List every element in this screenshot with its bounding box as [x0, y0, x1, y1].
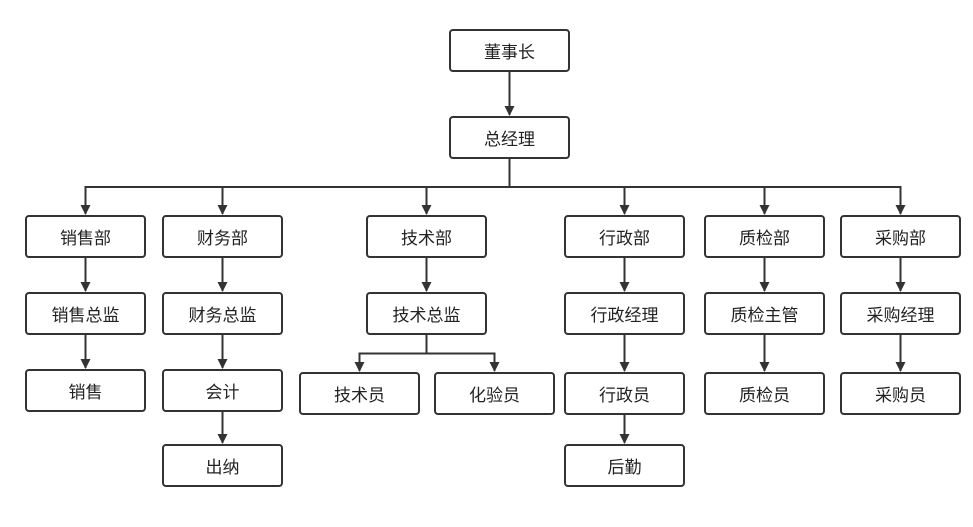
node-sales-director: 销售总监 [25, 292, 146, 335]
node-purchasing-manager: 采购经理 [840, 292, 961, 335]
node-tech-director: 技术总监 [366, 292, 487, 335]
edge-general-manager-to-tech-dept [421, 159, 511, 215]
node-sales: 销售 [25, 369, 146, 412]
node-accountant: 会计 [162, 369, 283, 412]
node-admin-staff: 行政员 [564, 372, 685, 415]
node-technician: 技术员 [299, 372, 420, 415]
node-general-manager: 总经理 [449, 116, 570, 159]
edge-general-manager-to-purchasing-dept [508, 159, 906, 215]
node-admin-manager: 行政经理 [564, 292, 685, 335]
node-logistics: 后勤 [564, 444, 685, 487]
edge-tech-director-to-technician [354, 335, 428, 372]
node-tech-dept: 技术部 [366, 215, 487, 258]
node-sales-dept: 销售部 [25, 215, 146, 258]
node-admin-dept: 行政部 [564, 215, 685, 258]
node-qc-inspector: 质检员 [704, 372, 825, 415]
node-cashier: 出纳 [162, 444, 283, 487]
node-purchasing-dept: 采购部 [840, 215, 961, 258]
node-finance-director: 财务总监 [162, 292, 283, 335]
edge-tech-director-to-lab-tester [425, 335, 500, 372]
node-purchaser: 采购员 [840, 372, 961, 415]
node-lab-tester: 化验员 [434, 372, 555, 415]
node-qc-dept: 质检部 [704, 215, 825, 258]
node-finance-dept: 财务部 [162, 215, 283, 258]
node-qc-supervisor: 质检主管 [704, 292, 825, 335]
node-chairman: 董事长 [449, 29, 570, 72]
